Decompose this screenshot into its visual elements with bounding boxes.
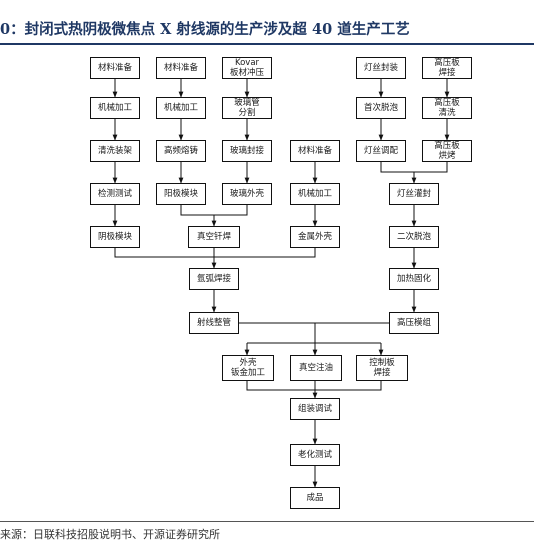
node-control-board-solder: 控制板 焊接 [356, 355, 408, 381]
title-rule [0, 43, 534, 45]
node-anode-module: 阳极模块 [156, 183, 206, 205]
node-glass-sealing: 玻璃封接 [222, 140, 272, 162]
node-kovar-stamping: Kovar 板材冲压 [222, 57, 272, 79]
node-filament-tune: 灯丝调配 [356, 140, 406, 162]
node-argon-welding: 氩弧焊接 [189, 268, 239, 290]
node-machining-1: 机械加工 [90, 97, 140, 119]
merge-bottom [246, 381, 382, 391]
node-aging-test: 老化测试 [290, 444, 340, 466]
node-material-prep-2: 材料准备 [156, 57, 206, 79]
node-assembly-debug: 组装调试 [290, 398, 340, 420]
node-glass-tube-cut: 玻璃管 分割 [222, 97, 272, 119]
source-note: 来源：日联科技招股说明书、开源证券研究所 [0, 528, 220, 541]
node-filament-seal: 灯丝灌封 [389, 183, 439, 205]
merge-to-argon [114, 248, 316, 258]
node-clean-mount: 清洗装架 [90, 140, 140, 162]
node-first-degas: 首次脱泡 [356, 97, 406, 119]
node-filament-package: 灯丝封装 [356, 57, 406, 79]
figure-title: 0：封闭式热阴极微焦点 X 射线源的生产涉及超 40 道生产工艺 [0, 21, 410, 38]
footer-rule [0, 521, 534, 522]
node-heat-curing: 加热固化 [389, 268, 439, 290]
node-hf-brazing: 高频熔铸 [156, 140, 206, 162]
node-machining-2: 机械加工 [156, 97, 206, 119]
node-cathode-module: 阴极模块 [90, 226, 140, 248]
node-material-prep-1: 材料准备 [90, 57, 140, 79]
node-metal-shell: 金属外壳 [290, 226, 340, 248]
merge-right [380, 162, 448, 173]
node-hv-board-clean: 高压板 清洗 [422, 97, 472, 119]
node-ray-tube: 射线整管 [189, 312, 239, 334]
node-inspect-test: 检测测试 [90, 183, 140, 205]
node-finished-product: 成品 [290, 487, 340, 509]
node-hv-module: 高压模组 [389, 312, 439, 334]
merge-anode-glassshell [180, 205, 248, 216]
node-vacuum-oil-fill: 真空注油 [290, 355, 342, 381]
node-glass-shell: 玻璃外壳 [222, 183, 272, 205]
node-shell-sheetmetal: 外壳 钣金加工 [222, 355, 274, 381]
node-vacuum-brazing: 真空钎焊 [188, 226, 240, 248]
node-material-prep-3: 材料准备 [290, 140, 340, 162]
node-machining-3: 机械加工 [290, 183, 340, 205]
node-hv-board-solder: 高压板 焊接 [422, 57, 472, 79]
node-hv-board-bake: 高压板 烘烤 [422, 140, 472, 162]
node-second-degas: 二次脱泡 [389, 226, 439, 248]
